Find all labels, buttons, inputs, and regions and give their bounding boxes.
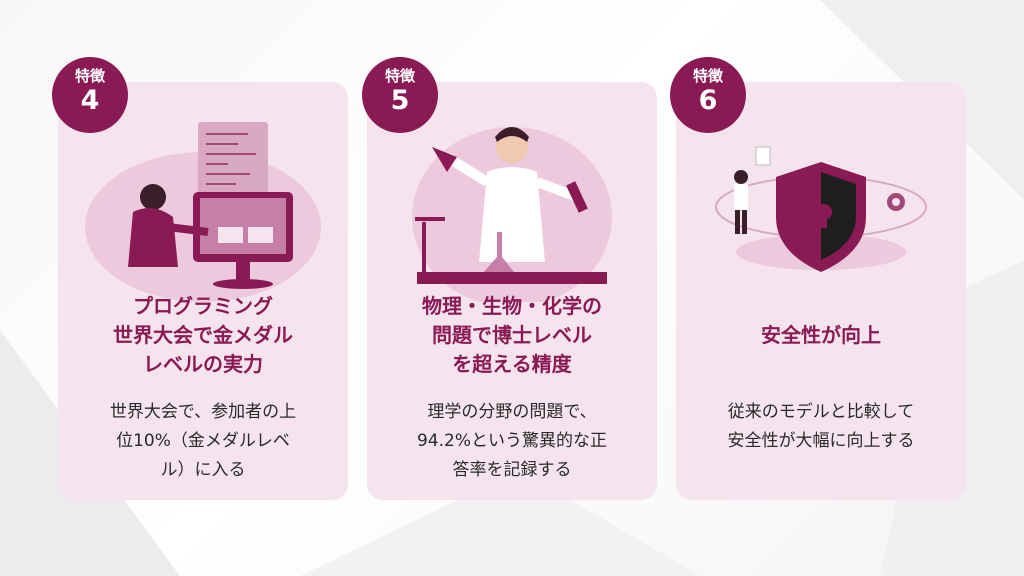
- feature-card-6: 安全性が向上 従来のモデルと比較して 安全性が大幅に向上する: [676, 82, 966, 500]
- feature-card-4: プログラミング 世界大会で金メダル レベルの実力 世界大会で、参加者の上 位10…: [58, 82, 348, 500]
- programmer-illustration: [85, 122, 321, 302]
- feature-title: 安全性が向上: [761, 323, 881, 347]
- scientist-illustration: [412, 127, 612, 302]
- feature-description: 理学の分野の問題で、 94.2%という驚異的な正 答率を記録する: [416, 402, 607, 480]
- security-shield-illustration: [715, 146, 927, 272]
- feature-badge-5: 特徴 5: [362, 57, 438, 133]
- feature-badge-4: 特徴 4: [52, 57, 128, 133]
- feature-badge-6: 特徴 6: [670, 57, 746, 133]
- feature-description: 従来のモデルと比較して 安全性が大幅に向上する: [727, 402, 915, 451]
- feature-description: 世界大会で、参加者の上 位10%（金メダルレベ ル）に入る: [109, 402, 297, 480]
- feature-card-5: 物理・生物・化学の 問題で博士レベル を超える精度 理学の分野の問題で、 94.…: [367, 82, 657, 500]
- feature-title: プログラミング 世界大会で金メダル レベルの実力: [113, 294, 293, 376]
- feature-title: 物理・生物・化学の 問題で博士レベル を超える精度: [422, 294, 602, 376]
